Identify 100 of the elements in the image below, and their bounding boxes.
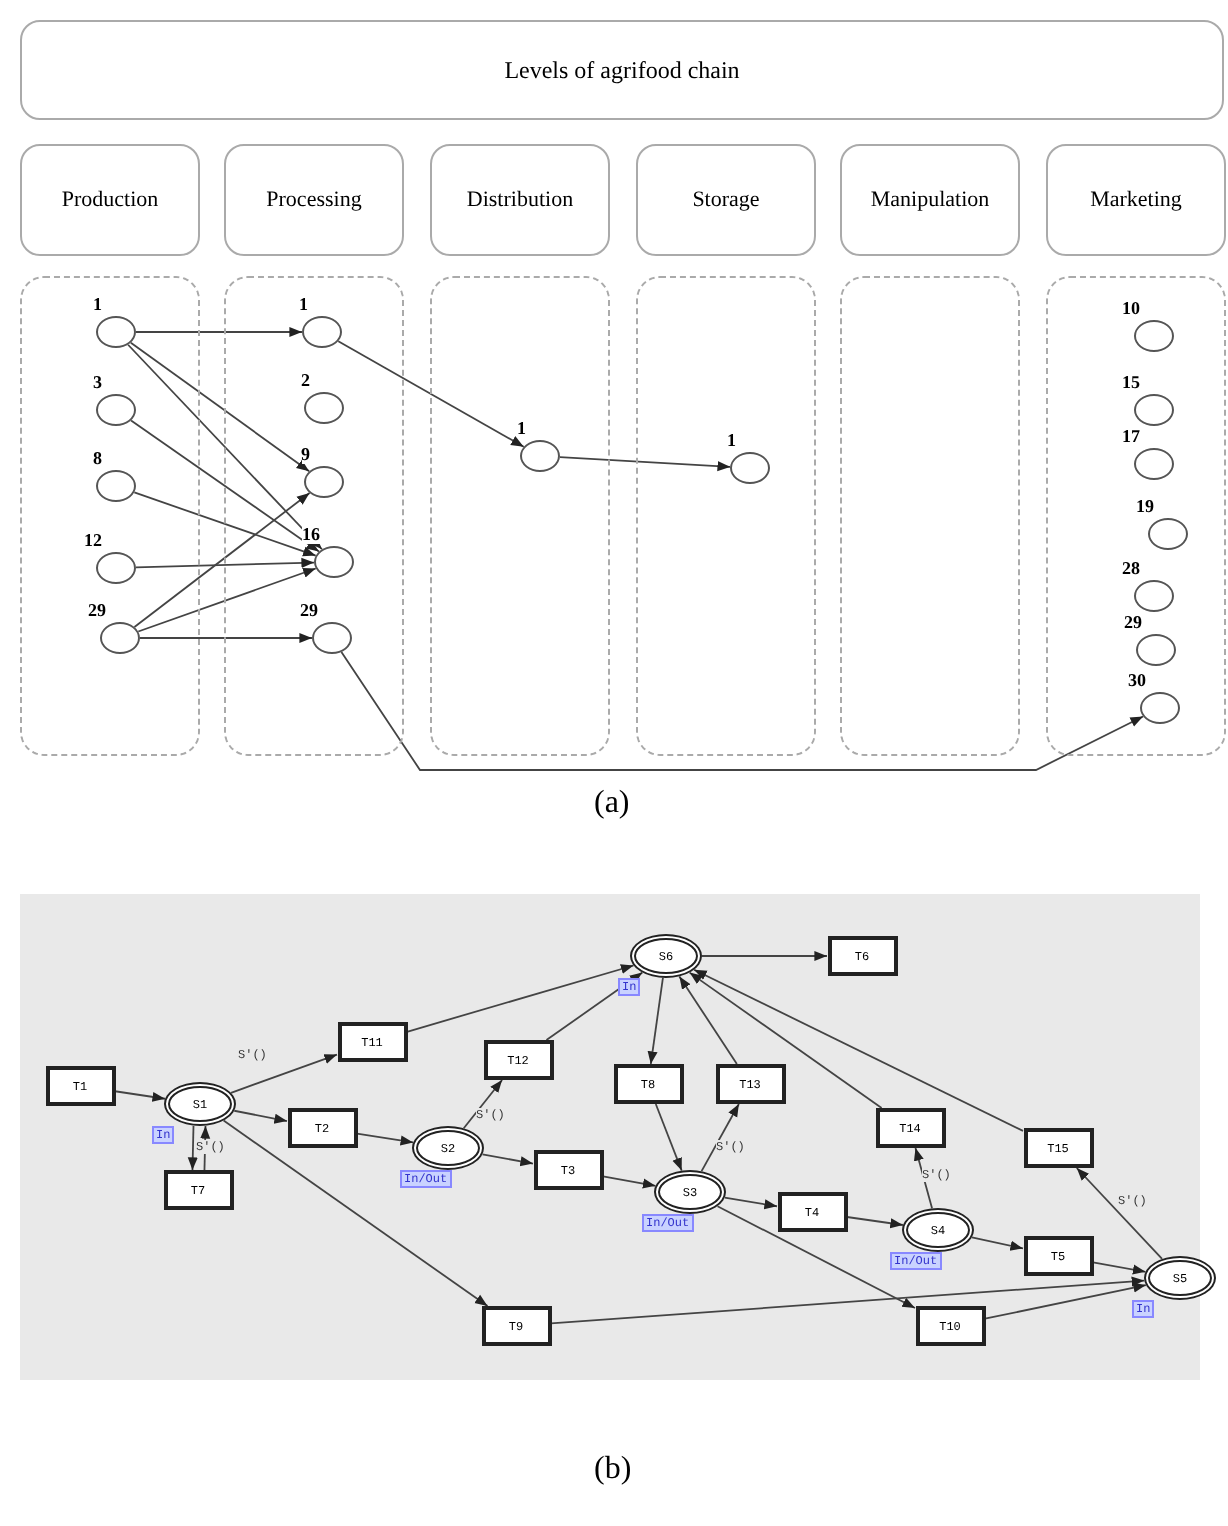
state-number: 1 — [727, 430, 736, 450]
arrow — [647, 977, 664, 1065]
state-circle — [312, 622, 352, 654]
transition-box — [1023, 1236, 1093, 1276]
arrow — [135, 326, 303, 338]
arrow — [130, 419, 320, 553]
arrow — [688, 971, 883, 1109]
transition-box — [875, 1108, 945, 1148]
arrow — [337, 340, 525, 448]
node-label: Manipulation — [870, 188, 990, 212]
arrow — [127, 343, 323, 551]
state-number: 2 — [301, 370, 310, 390]
arrow — [716, 1205, 916, 1309]
level-header — [1046, 144, 1226, 256]
level-header — [224, 144, 404, 256]
arrow — [139, 632, 313, 644]
transition-box — [715, 1064, 785, 1104]
arrow — [129, 341, 311, 473]
arrow — [187, 1125, 198, 1171]
arrow — [984, 1282, 1147, 1320]
transition-box — [777, 1192, 847, 1232]
transition-box — [915, 1306, 985, 1346]
arrow — [230, 1053, 338, 1094]
arrow — [200, 1125, 211, 1171]
state-circle — [304, 466, 344, 498]
node-label: Levels of agrifood chain — [504, 55, 740, 85]
state-number: 10 — [1122, 298, 1140, 318]
state-circle — [302, 316, 342, 348]
state-circle — [1134, 394, 1174, 426]
state-circle — [520, 440, 560, 472]
node-label: Marketing — [1090, 188, 1182, 212]
transition-box — [827, 936, 897, 976]
node-label: Storage — [692, 188, 760, 212]
arrow — [654, 1103, 683, 1172]
arrow — [481, 1153, 534, 1167]
arrow — [137, 567, 317, 633]
state-circle — [1134, 448, 1174, 480]
state-circle — [1134, 580, 1174, 612]
arrow — [700, 1103, 740, 1173]
state-circle — [96, 470, 136, 502]
transition-box — [45, 1066, 115, 1106]
arrow — [114, 1090, 166, 1102]
transition-box — [287, 1108, 357, 1148]
arrow — [1092, 1261, 1147, 1275]
state-number: 16 — [302, 524, 320, 544]
arrow — [602, 1175, 657, 1189]
level-column — [430, 276, 610, 756]
state-number: 28 — [1122, 558, 1140, 578]
node-label: Distribution — [466, 188, 574, 212]
arrow — [340, 651, 1144, 771]
transition-box — [533, 1150, 603, 1190]
arrow — [693, 968, 1024, 1132]
panel-caption: (a) — [594, 786, 630, 822]
level-header — [636, 144, 816, 256]
node-label: Processing — [266, 188, 362, 212]
arrow — [406, 964, 635, 1033]
state-number: 19 — [1136, 496, 1154, 516]
arrow — [971, 1236, 1024, 1251]
arrow — [133, 491, 317, 557]
arrow — [133, 492, 311, 628]
transition-box — [481, 1306, 551, 1346]
arrow — [913, 1147, 933, 1210]
arrow — [1075, 1167, 1163, 1260]
state-circle — [1134, 320, 1174, 352]
level-header — [430, 144, 610, 256]
arrow — [550, 1276, 1146, 1325]
arrow — [135, 557, 315, 569]
arrow — [846, 1216, 904, 1229]
state-number: 29 — [300, 600, 318, 620]
state-number: 29 — [1124, 612, 1142, 632]
level-header — [840, 144, 1020, 256]
state-number: 1 — [299, 294, 308, 314]
transition-box — [163, 1170, 233, 1210]
state-circle — [1136, 634, 1176, 666]
state-circle — [96, 394, 136, 426]
node-label: Production — [61, 188, 159, 212]
state-number: 12 — [84, 530, 102, 550]
arrow — [462, 1079, 503, 1130]
transition-box — [337, 1022, 407, 1062]
state-number: 1 — [93, 294, 102, 314]
title-box — [20, 20, 1224, 120]
state-circle — [1148, 518, 1188, 550]
panel-caption: (b) — [594, 1452, 632, 1488]
arrow — [559, 456, 731, 472]
state-circle — [100, 622, 140, 654]
transition-box — [483, 1040, 553, 1080]
level-header — [20, 144, 200, 256]
state-circle — [304, 392, 344, 424]
state-number: 8 — [93, 448, 102, 468]
arrow — [701, 950, 828, 962]
state-number: 9 — [301, 444, 310, 464]
state-circle — [1140, 692, 1180, 724]
arrow — [545, 971, 644, 1041]
state-number: 29 — [88, 600, 106, 620]
arrow — [723, 1196, 778, 1210]
arrow — [222, 1119, 489, 1307]
state-circle — [96, 316, 136, 348]
level-column — [636, 276, 816, 756]
state-number: 1 — [517, 418, 526, 438]
transition-box — [1023, 1128, 1093, 1168]
